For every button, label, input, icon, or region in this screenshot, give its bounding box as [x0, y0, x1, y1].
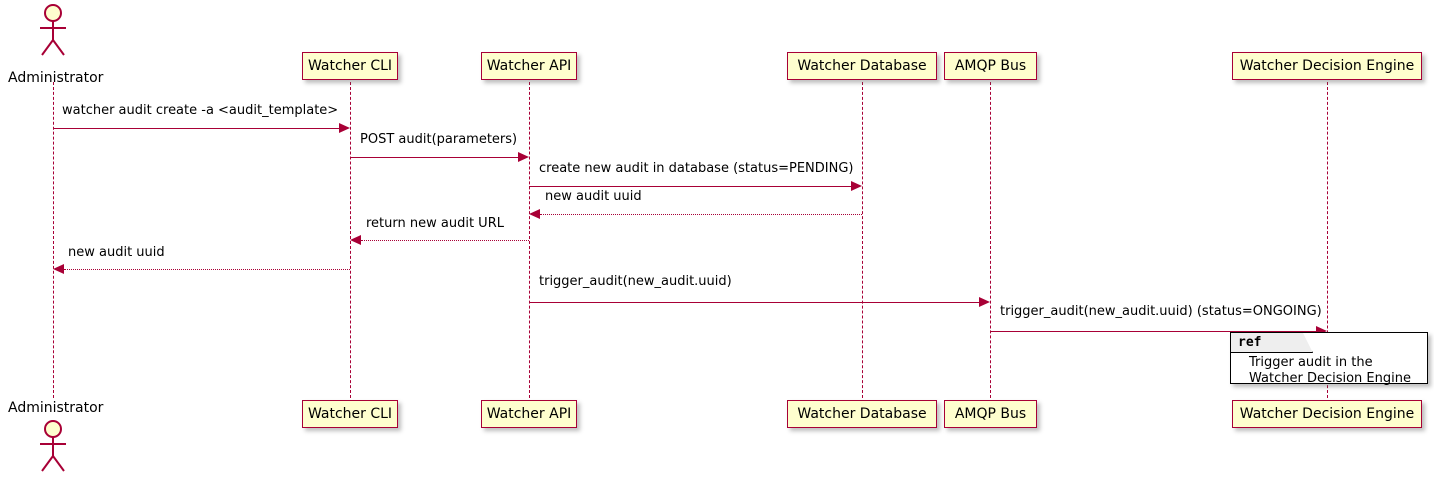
participant-amqp-bus-bottom[interactable]: AMQP Bus	[944, 400, 1037, 428]
message-line-3	[529, 186, 852, 187]
message-label-7: trigger_audit(new_audit.uuid)	[539, 274, 732, 289]
participant-label: Watcher CLI	[307, 58, 393, 74]
ref-fragment-keyword: ref	[1231, 333, 1313, 353]
message-line-6	[64, 269, 350, 270]
lifeline-engine	[1327, 82, 1328, 398]
message-arrowhead-6	[53, 264, 64, 274]
message-label-1: watcher audit create -a <audit_template>	[62, 103, 339, 118]
message-label-3: create new audit in database (status=PEN…	[539, 161, 854, 176]
participant-watcher-database-bottom[interactable]: Watcher Database	[787, 400, 937, 428]
message-arrowhead-8	[1316, 326, 1327, 336]
message-label-8: trigger_audit(new_audit.uuid) (status=ON…	[1000, 304, 1322, 319]
participant-label: Watcher Database	[797, 58, 927, 74]
lifeline-api	[529, 82, 530, 398]
message-line-7	[529, 302, 980, 303]
participant-watcher-cli-top[interactable]: Watcher CLI	[302, 52, 398, 80]
message-label-4: new audit uuid	[545, 189, 642, 204]
message-arrowhead-1	[339, 123, 350, 133]
message-label-6: new audit uuid	[68, 245, 165, 260]
ref-fragment[interactable]: ref Trigger audit in the Watcher Decisio…	[1230, 332, 1428, 386]
message-arrowhead-7	[979, 297, 990, 307]
actor-label-administrator-bottom: Administrator	[8, 400, 104, 416]
participant-watcher-api-bottom[interactable]: Watcher API	[481, 400, 577, 428]
message-line-1	[53, 128, 340, 129]
actor-administrator-bottom	[32, 418, 74, 474]
participant-label: Watcher API	[486, 406, 572, 422]
lifeline-db	[862, 82, 863, 398]
message-line-5	[361, 240, 529, 241]
ref-fragment-text: Trigger audit in the Watcher Decision En…	[1249, 355, 1411, 386]
participant-watcher-cli-bottom[interactable]: Watcher CLI	[302, 400, 398, 428]
message-arrowhead-2	[518, 152, 529, 162]
actor-label-administrator-top: Administrator	[8, 70, 104, 86]
message-arrowhead-3	[851, 181, 862, 191]
participant-label: AMQP Bus	[954, 58, 1027, 74]
message-label-2: POST audit(parameters)	[360, 132, 518, 147]
message-line-8	[990, 331, 1317, 332]
participant-watcher-decision-engine-top[interactable]: Watcher Decision Engine	[1232, 52, 1422, 80]
participant-label: AMQP Bus	[954, 406, 1027, 422]
message-arrowhead-5	[350, 235, 361, 245]
participant-label: Watcher Decision Engine	[1239, 58, 1415, 74]
message-label-5: return new audit URL	[366, 216, 504, 231]
message-arrowhead-4	[529, 209, 540, 219]
participant-watcher-api-top[interactable]: Watcher API	[481, 52, 577, 80]
participant-amqp-bus-top[interactable]: AMQP Bus	[944, 52, 1037, 80]
participant-watcher-database-top[interactable]: Watcher Database	[787, 52, 937, 80]
participant-label: Watcher Decision Engine	[1239, 406, 1415, 422]
participant-label: Watcher API	[486, 58, 572, 74]
participant-label: Watcher Database	[797, 406, 927, 422]
lifeline-amqp	[990, 82, 991, 398]
actor-administrator-top	[32, 2, 74, 58]
message-line-2	[350, 157, 519, 158]
lifeline-admin	[53, 82, 54, 398]
message-line-4	[540, 214, 862, 215]
participant-watcher-decision-engine-bottom[interactable]: Watcher Decision Engine	[1232, 400, 1422, 428]
participant-label: Watcher CLI	[307, 406, 393, 422]
